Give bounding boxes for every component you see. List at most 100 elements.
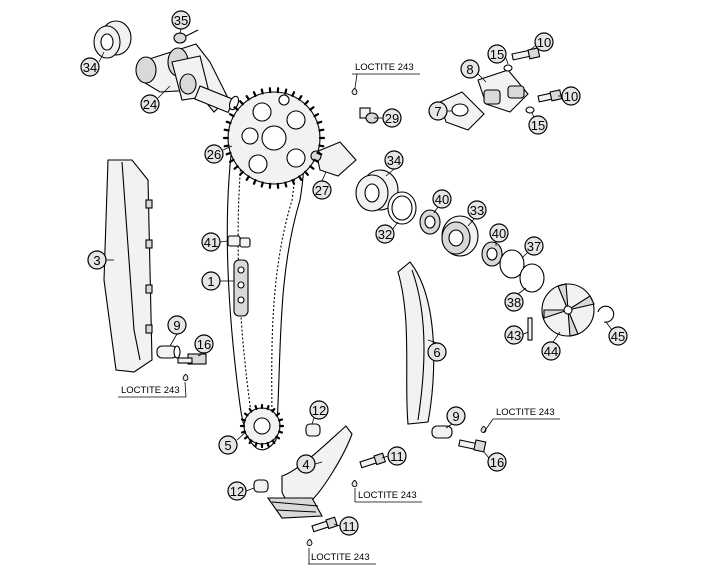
note-underlines: [118, 73, 560, 565]
callout-number: 3: [93, 253, 100, 268]
sprocket-tooth: [298, 175, 303, 181]
callout-number: 6: [433, 345, 440, 360]
callout-4: 4: [296, 454, 316, 474]
sprocket-tooth: [284, 181, 288, 188]
callout-number: 29: [385, 111, 399, 126]
callout-circle: [561, 86, 581, 106]
sprocket-tooth: [245, 95, 250, 101]
callout-38: 38: [504, 292, 524, 312]
callout-number: 1: [207, 274, 214, 289]
callout-circle: [534, 32, 554, 52]
callout-circle: [309, 400, 329, 420]
callout-circle: [171, 10, 191, 30]
callout-number: 44: [544, 344, 558, 359]
callout-number: 43: [507, 328, 521, 343]
callout-16-right: 16: [487, 452, 507, 472]
callout-number: 10: [564, 89, 578, 104]
washer-15-low: [525, 106, 535, 114]
sprocket-teeth: [222, 87, 326, 449]
callout-10-low: 10: [561, 86, 581, 106]
sprocket-tooth: [304, 100, 309, 106]
callout-3: 3: [87, 250, 107, 270]
sprocket-tooth: [291, 179, 296, 185]
callout-24: 24: [140, 94, 160, 114]
sprocket-tooth: [304, 170, 309, 176]
callout-circle: [460, 59, 480, 79]
sprocket-tooth: [239, 170, 244, 176]
callout-circle: [80, 57, 100, 77]
sprocket-tooth: [318, 128, 325, 132]
callout-number: 26: [207, 147, 221, 162]
callout-circle: [87, 250, 107, 270]
sprocket-tooth: [313, 158, 320, 163]
loctite-note-16-left: LOCTITE 243: [121, 385, 180, 396]
callout-number: 41: [204, 235, 218, 250]
bushing-12-low: [253, 479, 269, 493]
camshaft-part: [135, 43, 240, 114]
callout-circle: [296, 454, 316, 474]
callout-29: 29: [382, 108, 402, 128]
callout-7: 7: [428, 101, 448, 121]
callout-circle: [194, 334, 214, 354]
sprocket-tooth: [284, 88, 288, 95]
impeller-44: [541, 283, 595, 337]
bolt-11-low: [306, 516, 339, 546]
callout-34-top: 34: [80, 57, 100, 77]
sprocket-tooth: [225, 120, 232, 125]
leader-lines: [98, 28, 613, 527]
sprocket-tooth: [240, 430, 246, 434]
sprocket-tooth: [243, 435, 249, 440]
callout-number: 38: [507, 295, 521, 310]
callout-number: 8: [466, 62, 473, 77]
callout-circle: [218, 435, 238, 455]
loctite-note-11-low: LOCTITE 243: [311, 552, 370, 563]
callout-circle: [428, 101, 448, 121]
callout-15-top: 15: [487, 44, 507, 64]
callout-5: 5: [218, 435, 238, 455]
callout-number: 35: [174, 13, 188, 28]
callout-34-mid: 34: [384, 150, 404, 170]
callout-circle: [387, 446, 407, 466]
callout-number: 5: [224, 438, 231, 453]
sprocket-tooth: [260, 181, 264, 188]
pin-43: [527, 317, 533, 341]
callout-number: 9: [173, 318, 180, 333]
callout-number: 24: [143, 97, 157, 112]
callout-number: 34: [387, 153, 401, 168]
callout-circle: [446, 406, 466, 426]
callout-43: 43: [504, 325, 524, 345]
callout-circle: [375, 224, 395, 244]
callout-circle: [140, 94, 160, 114]
sprocket-tooth: [260, 88, 264, 95]
callout-number: 45: [611, 329, 625, 344]
callout-circle: [339, 516, 359, 536]
callout-circle: [504, 292, 524, 312]
chain-guide-3: [103, 159, 153, 373]
callout-45: 45: [608, 326, 628, 346]
callout-12-low: 12: [227, 481, 247, 501]
callout-circle: [487, 44, 507, 64]
callout-number: 7: [434, 104, 441, 119]
sprocket-tooth: [278, 430, 284, 434]
ring-32: [387, 191, 417, 225]
callout-11-low: 11: [339, 516, 359, 536]
callout-8: 8: [460, 59, 480, 79]
callout-circle: [201, 271, 221, 291]
sprocket-tooth: [248, 439, 253, 445]
callout-41: 41: [201, 232, 221, 252]
sprocket-tooth: [252, 91, 257, 97]
chain-guide-6: [397, 261, 435, 425]
callout-number: 33: [470, 203, 484, 218]
callout-40-low: 40: [489, 223, 509, 243]
bearing-34-mid: [355, 169, 399, 212]
callout-35: 35: [171, 10, 191, 30]
callout-37: 37: [524, 236, 544, 256]
washer-15-top: [503, 64, 513, 72]
chain-link-part: [227, 235, 251, 317]
callout-number: 10: [537, 35, 551, 50]
callout-number: 9: [452, 409, 459, 424]
callout-circle: [489, 223, 509, 243]
callout-number: 27: [315, 183, 329, 198]
